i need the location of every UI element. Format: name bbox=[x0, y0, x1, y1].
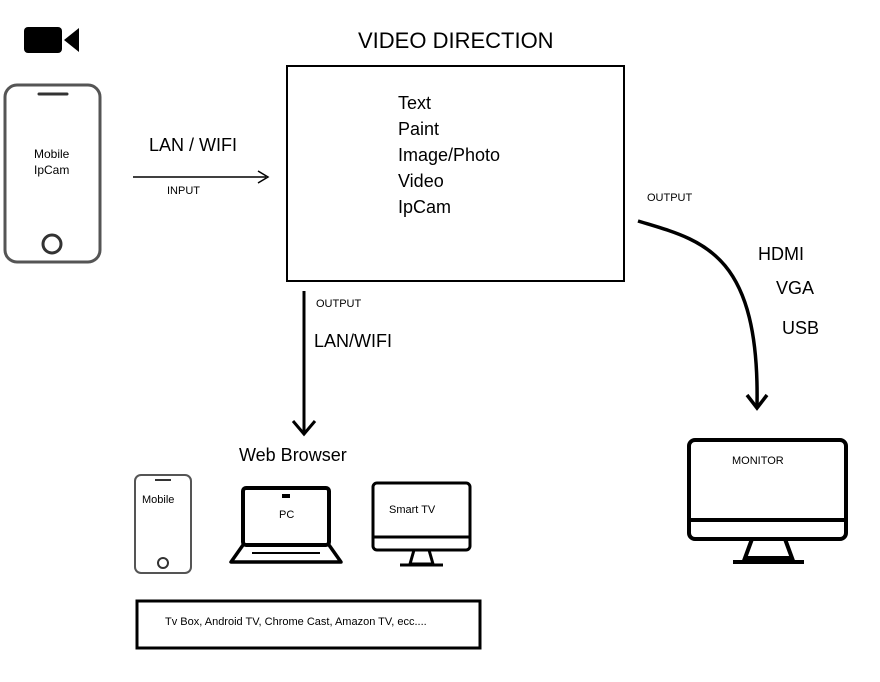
laptop-icon bbox=[229, 486, 343, 564]
device-label-line1: Mobile bbox=[34, 147, 70, 161]
small-mobile-icon bbox=[134, 474, 192, 574]
device-label-mobile: Mobile bbox=[142, 494, 175, 506]
video-direction-box bbox=[286, 65, 625, 282]
video-camera-icon bbox=[24, 27, 79, 53]
monitor-icon bbox=[687, 438, 848, 564]
box-item: Text bbox=[398, 93, 432, 113]
connection-usb: USB bbox=[782, 318, 820, 338]
connection-vga: VGA bbox=[776, 278, 815, 298]
output-down-connection: LAN/WIFI bbox=[314, 331, 393, 351]
web-browser-title: Web Browser bbox=[239, 445, 347, 465]
input-device-label: Mobile IpCam bbox=[34, 146, 69, 178]
mobile-phone-icon bbox=[3, 83, 102, 264]
smart-tv-icon bbox=[371, 481, 472, 567]
output-right-arrow bbox=[637, 219, 769, 411]
diagram-title: VIDEO DIRECTION bbox=[358, 28, 554, 53]
tv-devices-text: Tv Box, Android TV, Chrome Cast, Amazon … bbox=[165, 616, 427, 628]
device-label-smart-tv: Smart TV bbox=[389, 504, 436, 516]
output-down-arrow bbox=[291, 291, 317, 437]
input-connection-label: LAN / WIFI bbox=[149, 135, 238, 155]
monitor-label: MONITOR bbox=[732, 455, 784, 467]
box-item: Paint bbox=[398, 119, 440, 139]
box-item: IpCam bbox=[398, 197, 452, 217]
tv-devices-box bbox=[135, 599, 482, 650]
input-arrow-label: INPUT bbox=[167, 185, 200, 197]
output-right-label: OUTPUT bbox=[647, 192, 693, 204]
device-label-pc: PC bbox=[279, 509, 295, 521]
output-down-label: OUTPUT bbox=[316, 298, 362, 310]
box-item: Image/Photo bbox=[398, 145, 501, 165]
box-item-list: Text Paint Image/Photo Video IpCam bbox=[398, 90, 500, 220]
device-label-line2: IpCam bbox=[34, 163, 70, 177]
box-item: Video bbox=[398, 171, 444, 191]
connection-hdmi: HDMI bbox=[758, 244, 804, 264]
input-arrow bbox=[133, 170, 270, 184]
